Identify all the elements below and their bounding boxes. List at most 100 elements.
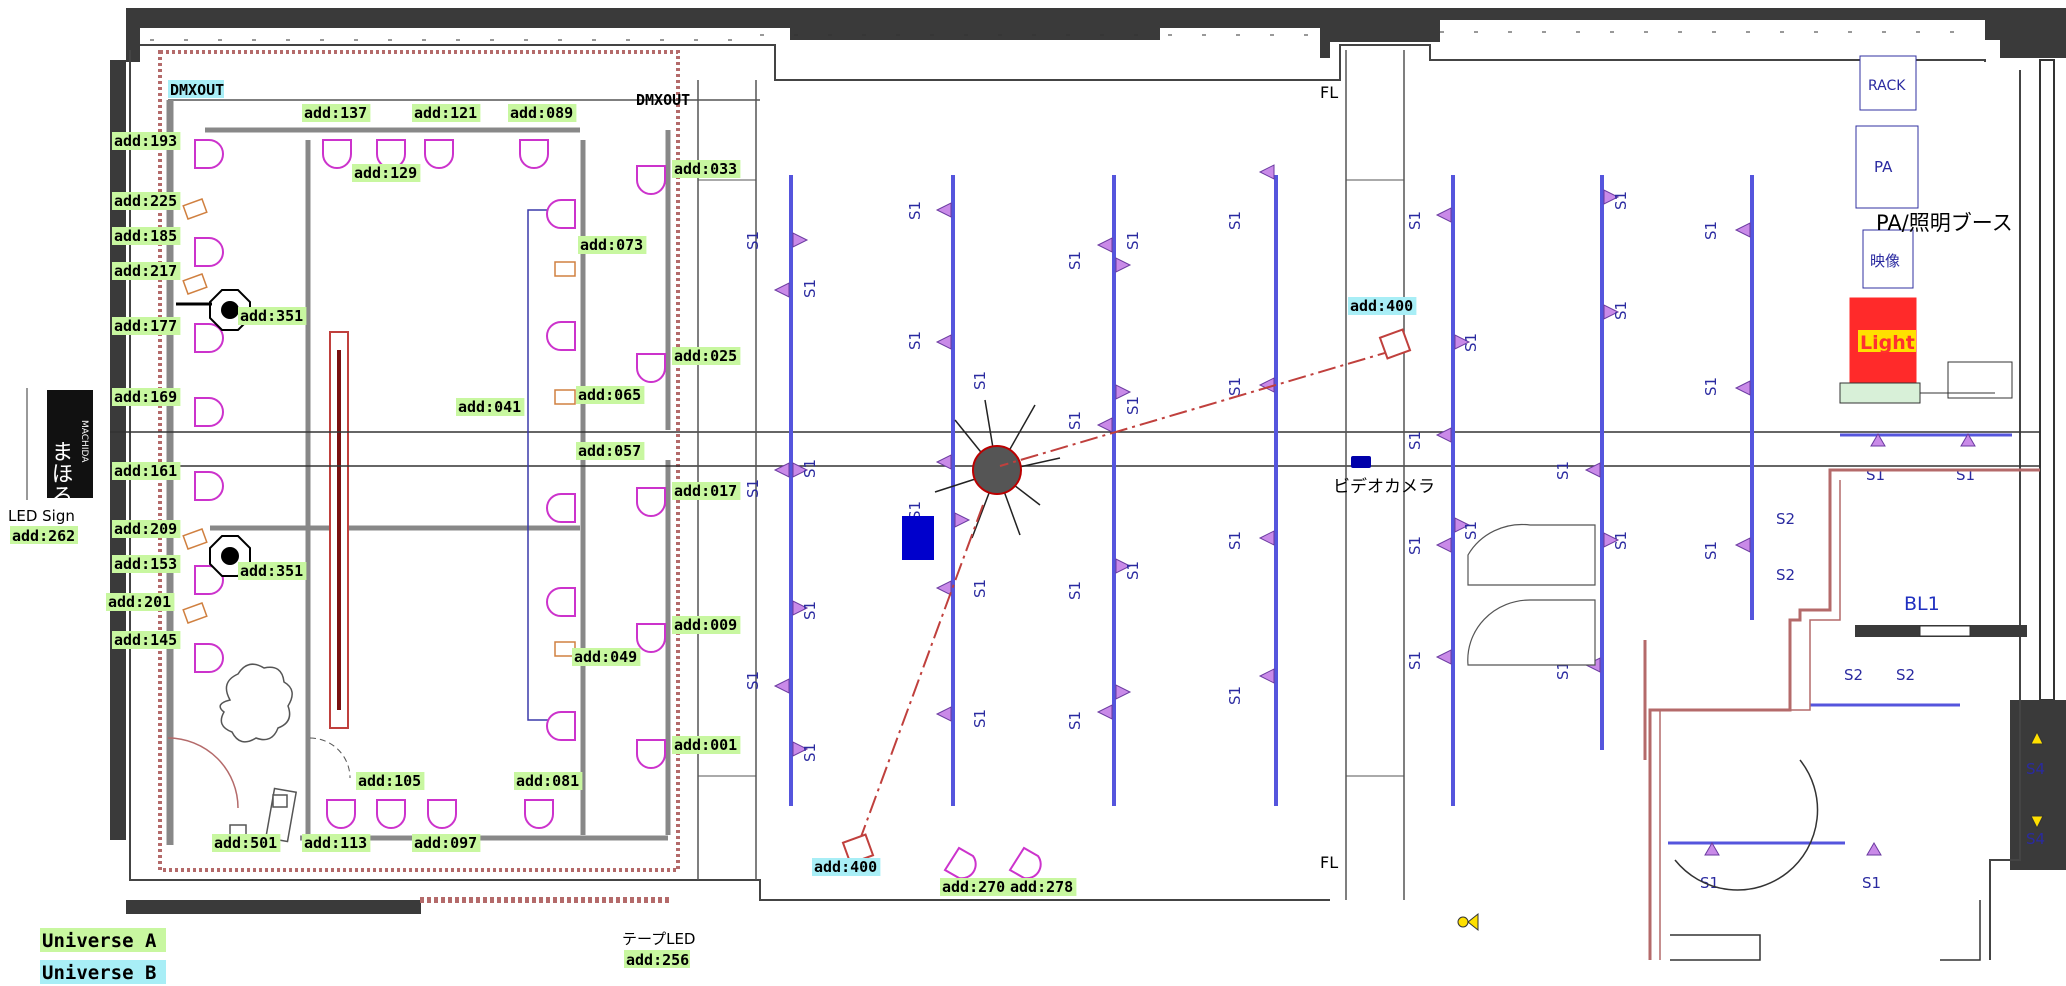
speaker-marker xyxy=(1096,704,1113,720)
speaker-marker xyxy=(935,580,952,596)
speaker-label: S1 xyxy=(801,743,819,762)
video-camera-label: ビデオカメラ xyxy=(1333,476,1435,497)
address-label: add:177 xyxy=(114,317,177,335)
address-label-bg xyxy=(578,236,647,254)
speaker-label: S1 xyxy=(1702,221,1720,240)
speaker-label: S1 xyxy=(906,501,924,520)
speaker-marker xyxy=(1115,558,1132,574)
universe-a-addresses: add:193add:225add:185add:217add:177add:3… xyxy=(106,104,1077,896)
speaker-marker xyxy=(954,512,971,528)
speaker-marker xyxy=(1704,842,1720,856)
address-label-bg xyxy=(112,388,181,406)
address-label: add:351 xyxy=(240,562,303,580)
address-label-bg xyxy=(672,736,741,754)
address-label: add:113 xyxy=(304,834,367,852)
legend: Universe A Universe B xyxy=(40,928,166,984)
speaker-label: S1 xyxy=(1406,651,1424,670)
speaker-label: S4 xyxy=(2026,760,2045,778)
tape-led-label: テープLED xyxy=(622,930,696,948)
speaker-marker xyxy=(935,334,952,350)
speaker-marker xyxy=(1115,257,1132,273)
tape-led-address: add:256 xyxy=(626,951,689,969)
address-label: add:017 xyxy=(674,482,737,500)
speaker-label: S1 xyxy=(1066,711,1084,730)
address-label: add:097 xyxy=(414,834,477,852)
speaker-label: S1 xyxy=(906,331,924,350)
speaker-label: S1 xyxy=(801,601,819,620)
address-label-bg xyxy=(576,442,645,460)
light-label: Light xyxy=(1860,332,1915,354)
mirror-ball-icon xyxy=(934,399,1061,539)
address-label: add:201 xyxy=(108,593,171,611)
speaker-marker xyxy=(1115,384,1132,400)
speaker-label: S1 xyxy=(744,231,762,250)
rack-label: RACK xyxy=(1868,78,1906,94)
speaker-marker xyxy=(1258,668,1275,684)
address-label: add:209 xyxy=(114,520,177,538)
address-label-bg xyxy=(576,386,645,404)
address-label: add:081 xyxy=(516,772,579,790)
speaker-marker xyxy=(1435,207,1452,223)
address-label-bg xyxy=(812,858,881,876)
speaker-marker xyxy=(1435,427,1452,443)
address-label: add:400 xyxy=(1350,297,1413,315)
video-camera-icon xyxy=(1351,456,1371,468)
address-label-bg xyxy=(572,648,641,666)
address-label-bg xyxy=(302,834,371,852)
speaker-label: S1 xyxy=(744,671,762,690)
eizou-label: 映像 xyxy=(1870,252,1900,270)
par-fixtures xyxy=(182,198,576,657)
speaker-marker xyxy=(792,741,809,757)
speaker-label: S1 xyxy=(744,479,762,498)
speaker-marker xyxy=(1734,537,1751,553)
fl-label: FL xyxy=(1320,853,1338,872)
speaker-marker xyxy=(1734,222,1751,238)
speaker-label: S1 xyxy=(1462,333,1480,352)
blue-equipment-box xyxy=(902,516,934,560)
address-label: add:033 xyxy=(674,160,737,178)
address-label-bg xyxy=(212,834,281,852)
bl1-label: BL1 xyxy=(1904,593,1940,615)
speaker-marker xyxy=(1435,537,1452,553)
address-label-bg xyxy=(112,555,181,573)
booth-label: PA/照明ブース xyxy=(1876,211,2013,235)
speaker-label: S1 xyxy=(1066,411,1084,430)
address-label-bg xyxy=(940,878,1009,896)
tape-led-border xyxy=(158,50,680,903)
address-label: add:169 xyxy=(114,388,177,406)
speaker-label: S2 xyxy=(1776,566,1795,584)
address-label: add:009 xyxy=(674,616,737,634)
speaker-marker xyxy=(1603,532,1620,548)
address-label-bg xyxy=(356,772,425,790)
speaker-label: S1 xyxy=(1554,461,1572,480)
plant-icon xyxy=(219,663,293,743)
octagon-fixture-icon xyxy=(176,289,251,577)
speaker-marker xyxy=(1454,334,1471,350)
address-label-bg xyxy=(112,227,181,245)
speaker-label: S1 xyxy=(971,709,989,728)
speaker-marker xyxy=(1454,517,1471,533)
logo-sub: MACHIDA xyxy=(79,420,89,463)
address-label-bg xyxy=(112,132,181,150)
speaker-label: S2 xyxy=(1844,666,1863,684)
speaker-label: S4 xyxy=(2026,830,2045,848)
address-label-bg xyxy=(238,562,307,580)
address-label: add:001 xyxy=(674,736,737,754)
address-label-bg xyxy=(672,616,741,634)
speaker-label: S1 xyxy=(1702,377,1720,396)
address-label: add:161 xyxy=(114,462,177,480)
led-sign-address: add:262 xyxy=(12,527,75,545)
speaker-marker xyxy=(1960,433,1976,447)
speaker-marker xyxy=(1603,304,1620,320)
speaker-marker xyxy=(1584,462,1601,478)
booth-area xyxy=(1839,55,2027,637)
address-label: add:049 xyxy=(574,648,637,666)
address-label: add:351 xyxy=(240,307,303,325)
riser-icon xyxy=(1467,523,1596,666)
speaker-marker xyxy=(792,600,809,616)
address-label-bg xyxy=(412,834,481,852)
address-label-bg xyxy=(112,192,181,210)
speaker-label: S1 xyxy=(1700,874,1719,892)
